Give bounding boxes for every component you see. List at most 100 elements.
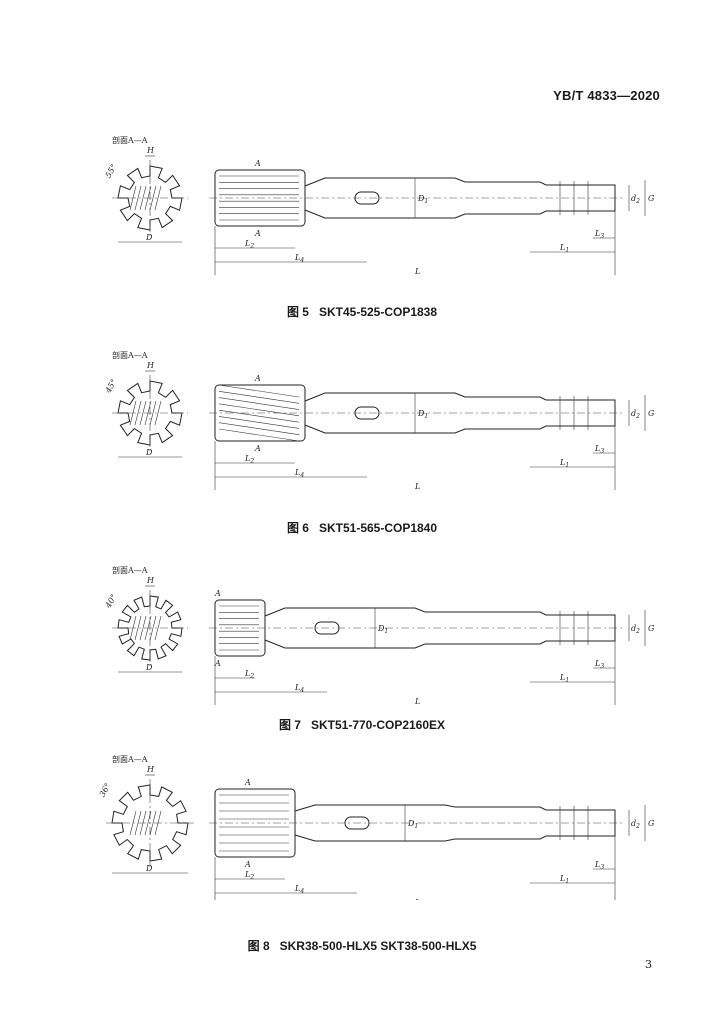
label-L: L	[414, 482, 420, 490]
label-G: G	[648, 819, 655, 828]
hatch-line	[149, 185, 157, 211]
figure-number: 图 5	[286, 305, 309, 319]
label-L3: L3	[594, 444, 604, 455]
label-D1: D1	[417, 194, 428, 205]
label-D: D	[145, 233, 153, 242]
label-d2: d2	[631, 624, 640, 635]
label-L2: L2	[244, 669, 254, 680]
label-H: H	[146, 146, 155, 155]
hatch-line	[134, 615, 142, 641]
label-H: H	[146, 765, 155, 774]
label-L1: L1	[559, 874, 569, 885]
section-title: 剖面A—A	[112, 755, 148, 764]
label-d2: d2	[631, 194, 640, 205]
label-L1: L1	[559, 673, 569, 684]
label-G: G	[648, 409, 655, 418]
label-L3: L3	[594, 229, 604, 240]
label-d2: d2	[631, 409, 640, 420]
hatch-line	[139, 185, 147, 211]
section-mark-A-top: A	[254, 374, 261, 383]
hatch-line	[129, 615, 137, 641]
standard-code: YB/T 4833—2020	[553, 88, 660, 103]
hatch-line	[129, 400, 137, 426]
section-mark-A-top: A	[244, 778, 251, 787]
hatch-line	[149, 615, 157, 641]
angle-label: 55°	[104, 163, 119, 180]
label-L3: L3	[594, 659, 604, 670]
hatch-line	[154, 185, 162, 211]
figure-5-caption: 图 5 SKT45-525-COP1838	[0, 303, 724, 320]
label-H: H	[146, 361, 155, 370]
figure-number: 图 6	[286, 521, 309, 535]
figure-title: SKT51-770-COP2160EX	[310, 718, 446, 732]
hatch-line	[129, 810, 137, 836]
label-L4: L4	[294, 884, 304, 895]
hatch-line	[154, 810, 162, 836]
section-title: 剖面A—A	[112, 135, 148, 145]
label-L2: L2	[244, 870, 254, 881]
label-D: D	[145, 864, 153, 873]
label-L: L	[414, 898, 420, 900]
label-d2: d2	[631, 819, 640, 830]
flute-line	[218, 428, 300, 442]
angle-label: 36°	[98, 782, 113, 799]
hatch-line	[149, 400, 157, 426]
label-L4: L4	[294, 468, 304, 479]
figure-8-caption: 图 8 SKR38-500-HLX5 SKT38-500-HLX5	[0, 937, 724, 954]
section-title: 剖面A—A	[112, 565, 148, 575]
hatch-line	[139, 810, 147, 836]
flute-line	[218, 384, 300, 398]
figure-7-caption: 图 7 SKT51-770-COP2160EX	[0, 716, 724, 733]
page-number: 3	[645, 958, 652, 971]
label-L2: L2	[244, 454, 254, 465]
label-G: G	[648, 194, 655, 203]
section-title: 剖面A—A	[112, 350, 148, 360]
hatch-line	[129, 185, 137, 211]
label-G: G	[648, 624, 655, 633]
label-L3: L3	[594, 860, 604, 871]
flute-line	[218, 397, 300, 410]
hatch-line	[154, 400, 162, 426]
hatch-line	[144, 615, 152, 641]
label-L: L	[414, 267, 420, 275]
section-mark-A-bottom: A	[214, 659, 221, 668]
figure-title: SKT45-525-COP1838	[318, 305, 438, 319]
section-mark-A-bottom: A	[254, 444, 261, 453]
label-L2: L2	[244, 239, 254, 250]
hatch-line	[144, 400, 152, 426]
hatch-line	[134, 400, 142, 426]
label-D1: D1	[417, 409, 428, 420]
figure-number: 图 8	[247, 939, 270, 953]
flute-line	[218, 409, 300, 423]
flute-line	[218, 390, 300, 404]
figure-title: SKT51-565-COP1840	[318, 521, 438, 535]
figure-6-caption: 图 6 SKT51-565-COP1840	[0, 519, 724, 536]
figure-number: 图 7	[278, 718, 301, 732]
flute-line	[218, 422, 300, 436]
hatch-line	[134, 810, 142, 836]
flute-line	[218, 403, 300, 417]
figure-title: SKR38-500-HLX5 SKT38-500-HLX5	[279, 939, 477, 953]
label-D: D	[145, 663, 153, 672]
hatch-line	[139, 400, 147, 426]
hatch-line	[149, 810, 157, 836]
label-L: L	[414, 697, 420, 705]
angle-label: 40°	[103, 593, 118, 611]
angle-label: 45°	[103, 378, 118, 396]
label-L1: L1	[559, 243, 569, 254]
section-mark-A-top: A	[254, 159, 261, 168]
label-L4: L4	[294, 683, 304, 694]
hatch-line	[134, 185, 142, 211]
section-mark-A-bottom: A	[254, 229, 261, 238]
hatch-line	[144, 810, 152, 836]
hatch-line	[154, 615, 162, 641]
flute-line	[218, 416, 300, 429]
label-L1: L1	[559, 458, 569, 469]
label-D1: D1	[407, 819, 418, 830]
hatch-line	[139, 615, 147, 641]
label-H: H	[146, 576, 155, 585]
